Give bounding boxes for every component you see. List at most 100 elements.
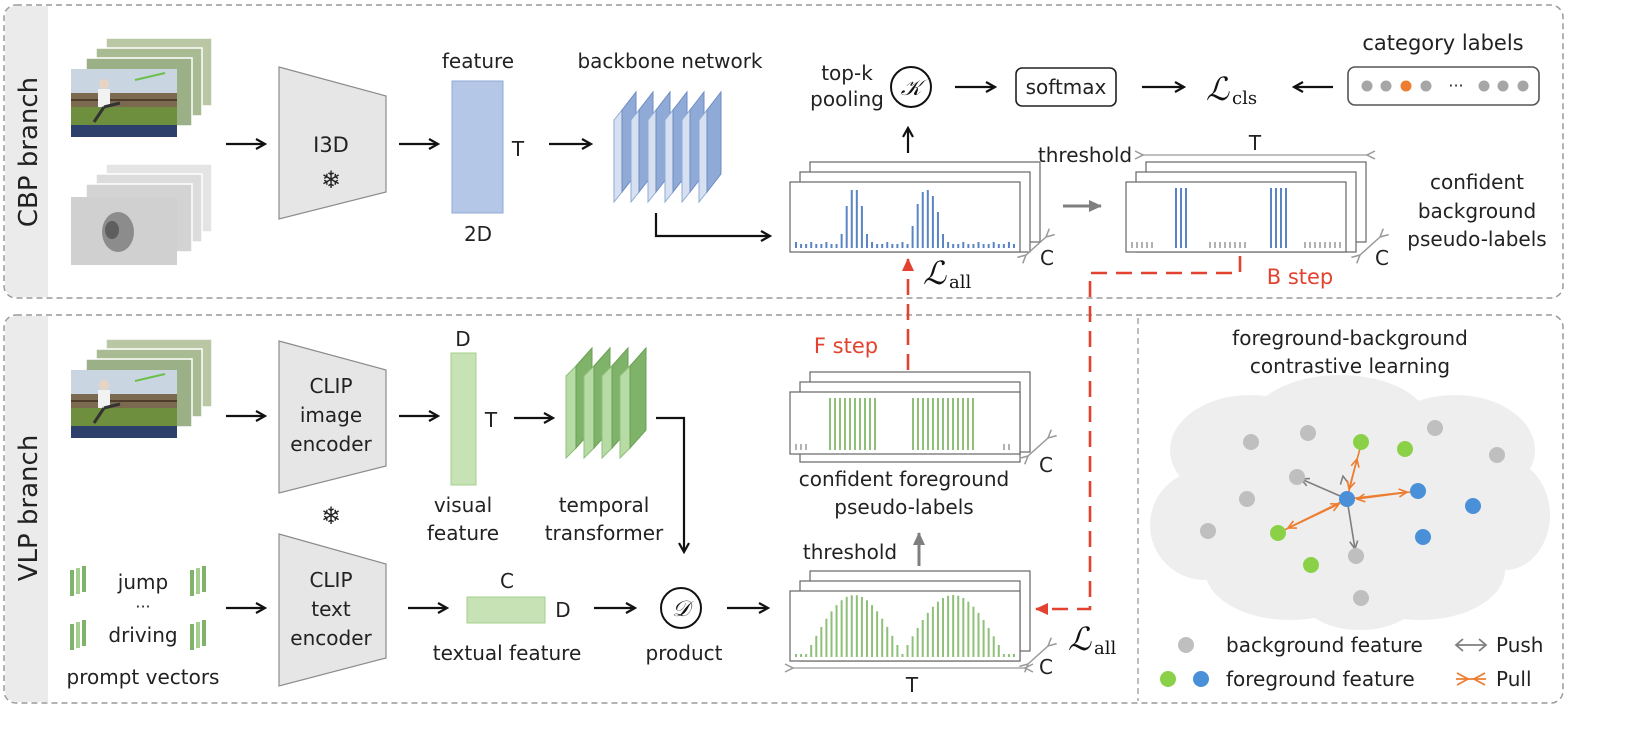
backbone-layer-side: [613, 108, 623, 204]
loss-cls-symbol: ℒ: [1206, 70, 1230, 108]
category-labels: category labels ···: [1347, 31, 1540, 106]
loss-all-bottom: ℒ all: [1068, 620, 1116, 659]
i3d-feature: feature T 2D: [442, 49, 525, 246]
visual-feature-block: [450, 352, 477, 486]
foreground-feature-dot: [1353, 434, 1369, 450]
i3d-encoder: I3D ❄: [278, 66, 387, 220]
legend-fg-green-dot: [1160, 671, 1176, 687]
softmax-label: softmax: [1026, 75, 1107, 99]
backbone-layer-side: [630, 108, 640, 204]
textual-feature-block: [466, 596, 546, 624]
cbp-branch-label: CBP branch: [14, 77, 44, 227]
foreground-feature-dot: [1270, 525, 1286, 541]
backbone-layer-face: [706, 90, 722, 194]
legend-fg-label: foreground feature: [1226, 667, 1415, 691]
category-dot: [1517, 80, 1529, 92]
category-dot: [1380, 80, 1392, 92]
temporal-line-2: transformer: [545, 521, 664, 545]
foreground-pseudo-label-stack: C confident foreground pseudo-labels: [789, 371, 1053, 519]
background-feature-dot: [1348, 548, 1364, 564]
transformer-layer-side: [583, 364, 595, 460]
feature-cloud: [1150, 375, 1550, 630]
category-labels-title: category labels: [1362, 31, 1523, 55]
visual-feature-line-2: feature: [427, 521, 499, 545]
clip-image-encoder: CLIP image encoder: [278, 340, 387, 494]
loss-all-top-symbol: ℒ: [923, 254, 947, 292]
contrastive-title-1: foreground-background: [1232, 326, 1468, 350]
loss-all-top-subscript: all: [949, 272, 971, 293]
b-step-path: [1035, 256, 1242, 615]
cbp-panel: CBP branch: [3, 4, 1564, 299]
contrastive-learning: foreground-background contrastive learni…: [1150, 326, 1550, 691]
cbp-cas-stack: C: [789, 161, 1054, 270]
vlp-branch-label: VLP branch: [14, 435, 44, 582]
legend: background feature foreground feature Pu…: [1160, 633, 1543, 691]
feature-title: feature: [442, 49, 514, 73]
product-symbol: 𝒟: [672, 597, 694, 622]
visual-d-label: D: [455, 327, 470, 351]
topk-symbol-circle: [890, 66, 932, 108]
pull-legend-icon: [1456, 672, 1486, 686]
fg-stack-c-label: C: [1039, 453, 1053, 477]
clip-image-line-1: CLIP: [309, 374, 352, 398]
cas-c-label: C: [1040, 246, 1054, 270]
background-feature-dot: [1489, 447, 1505, 463]
push-arrows: [1301, 476, 1355, 549]
optical-flow-frames: [71, 163, 213, 265]
prompt-vector-icon: [190, 624, 194, 650]
loss-cls-subscript: cls: [1232, 88, 1257, 109]
backbone-layer-side: [698, 108, 708, 204]
prompt-vector-icon: [82, 620, 86, 646]
f-step-label: F step: [814, 334, 878, 358]
legend-pull-label: Pull: [1496, 667, 1532, 691]
category-dot: [1497, 80, 1509, 92]
clip-image-line-2: image: [300, 403, 362, 427]
vlp-cas-c-label: C: [1039, 655, 1053, 679]
background-feature-dot: [1300, 425, 1316, 441]
prompt-jump: jump: [117, 570, 168, 594]
prompt-vector-icon: [70, 624, 74, 650]
prompt-vector-icon: [202, 566, 206, 592]
confident-bg-line-3: pseudo-labels: [1407, 227, 1546, 251]
backbone-layer-side: [647, 108, 657, 204]
prompt-driving: driving: [108, 623, 177, 647]
confident-fg-line-2: pseudo-labels: [834, 495, 973, 519]
background-pseudo-label-stack: T C: [1125, 131, 1389, 270]
category-dot: [1361, 80, 1373, 92]
backbone-label: backbone network: [577, 49, 762, 73]
prompt-vector-icon: [196, 568, 200, 594]
product-label: product: [646, 641, 723, 665]
prompt-vectors: jump ··· driving prompt vectors: [67, 566, 219, 689]
prompt-vector-icon: [82, 566, 86, 592]
confident-bg-line-2: background: [1418, 199, 1536, 223]
product-op: 𝒟 product: [646, 587, 723, 665]
vlp-panel: VLP branch: [3, 314, 1564, 704]
snowflake-icon: ❄: [321, 167, 341, 194]
bg-stack-t-label: T: [1248, 131, 1262, 155]
temporal-line-1: temporal: [559, 493, 650, 517]
transformer-layer-side: [619, 364, 631, 460]
backbone-layer-side: [681, 108, 691, 204]
confident-fg-line-1: confident foreground: [799, 467, 1010, 491]
loss-all-bottom-symbol: ℒ: [1068, 620, 1092, 658]
contrastive-title-2: contrastive learning: [1250, 354, 1450, 378]
rgb-frames-bottom: [71, 338, 213, 438]
i3d-label: I3D: [313, 133, 349, 157]
category-dot: [1478, 80, 1490, 92]
confident-background-label: confident background pseudo-labels: [1407, 170, 1546, 251]
confident-bg-line-1: confident: [1430, 170, 1524, 194]
clip-text-line-1: CLIP: [309, 568, 352, 592]
snowflake-icon: ❄: [321, 503, 341, 530]
background-feature-dot: [1239, 491, 1255, 507]
background-feature-dot: [1200, 523, 1216, 539]
transformer-layer-side: [565, 364, 577, 460]
legend-fg-blue-dot: [1193, 671, 1209, 687]
legend-bg-dot: [1178, 637, 1194, 653]
prompt-vector-icon: [70, 570, 74, 596]
background-feature-dot: [1289, 469, 1305, 485]
transformer-layer-face: [629, 346, 647, 450]
prompt-vector-icon: [76, 568, 80, 594]
foreground-feature-dot: [1415, 529, 1431, 545]
b-step-label: B step: [1267, 265, 1334, 289]
visual-feature-line-1: visual: [434, 493, 492, 517]
